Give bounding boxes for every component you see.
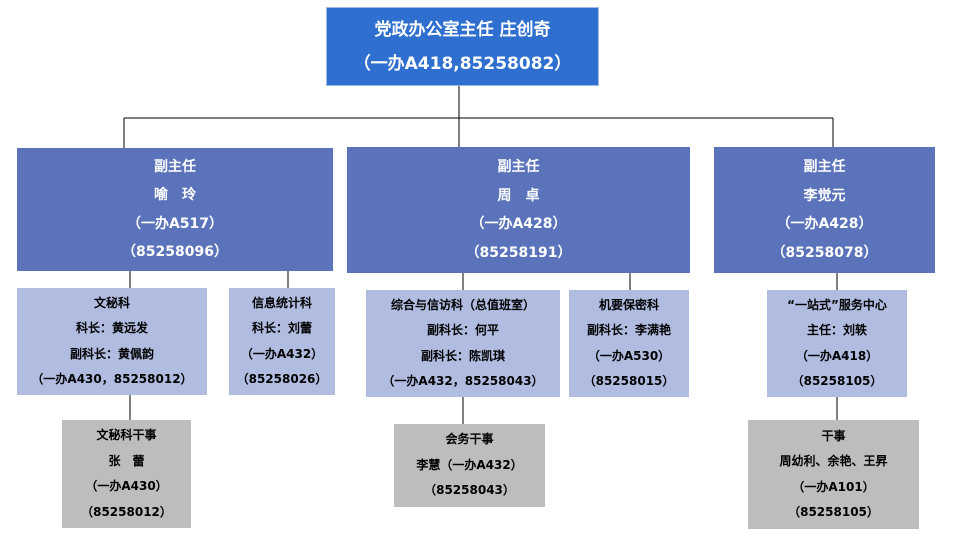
section-line: 科长：黄远发 bbox=[75, 321, 148, 335]
staff-line: 张 蕾 bbox=[108, 453, 145, 468]
section-line: （85258105） bbox=[791, 374, 883, 388]
section-line: 副科长：李满艳 bbox=[586, 323, 671, 337]
staff-title: 干事 bbox=[821, 428, 846, 443]
section-box-jiyao-baomi: 机要保密科 副科长：李满艳 （一办A530） （85258015） bbox=[569, 290, 689, 397]
deputy-box-zhou-zhuo: 副主任 周 卓 （一办A428） （85258191） bbox=[347, 147, 690, 273]
deputy-office: （一办A517） bbox=[126, 215, 224, 232]
section-name: “一站式”服务中心 bbox=[787, 297, 887, 312]
director-box: 党政办公室主任 庄创奇 （一办A418,85258082） bbox=[326, 7, 599, 86]
section-line: 副科长：黄佩韵 bbox=[69, 346, 154, 361]
section-line: （85258026） bbox=[236, 372, 328, 386]
director-title: 党政办公室主任 庄创奇 bbox=[374, 19, 551, 40]
section-line: （一办A530） bbox=[587, 348, 671, 363]
staff-box-huiwu-ganshi: 会务干事 李慧（一办A432） （85258043） bbox=[394, 424, 545, 507]
section-name: 文秘科 bbox=[93, 295, 130, 310]
deputy-role: 副主任 bbox=[154, 158, 196, 175]
section-line: 科长：刘蕾 bbox=[251, 321, 312, 335]
director-contact: （一办A418,85258082） bbox=[353, 53, 572, 74]
section-line: （一办A430，85258012） bbox=[31, 372, 193, 386]
staff-box-wenmi-ganshi: 文秘科干事 张 蕾 （一办A430） （85258012） bbox=[62, 420, 191, 528]
section-box-wenmi: 文秘科 科长：黄远发 副科长：黄佩韵 （一办A430，85258012） bbox=[17, 288, 207, 395]
deputy-name: 喻 玲 bbox=[154, 187, 196, 203]
staff-title: 会务干事 bbox=[445, 432, 494, 447]
staff-line: （85258012） bbox=[81, 504, 172, 519]
deputy-box-yu-ling: 副主任 喻 玲 （一办A517） （85258096） bbox=[17, 148, 333, 271]
section-line: （一办A418） bbox=[795, 348, 879, 363]
staff-line: （一办A101） bbox=[792, 479, 875, 494]
staff-title: 文秘科干事 bbox=[96, 428, 157, 442]
deputy-name: 周 卓 bbox=[497, 187, 540, 204]
staff-line: 李慧（一办A432） bbox=[416, 457, 523, 472]
section-line: 副科长：何平 bbox=[426, 323, 499, 337]
section-line: （一办A432，85258043） bbox=[382, 374, 544, 388]
section-name: 机要保密科 bbox=[598, 297, 659, 312]
section-box-yizhanshi-fuwu: “一站式”服务中心 主任：刘轶 （一办A418） （85258105） bbox=[767, 290, 907, 397]
deputy-name: 李觉元 bbox=[803, 187, 846, 204]
deputy-box-li-jueyuan: 副主任 李觉元 （一办A428） （85258078） bbox=[714, 147, 935, 273]
section-name: 综合与信访科（总值班室） bbox=[390, 297, 535, 312]
section-line: 主任：刘轶 bbox=[806, 323, 867, 337]
deputy-role: 副主任 bbox=[497, 159, 540, 175]
deputy-phone: （85258191） bbox=[465, 244, 572, 261]
section-line: （85258015） bbox=[583, 374, 675, 388]
section-box-xinxi-tongji: 信息统计科 科长：刘蕾 （一办A432） （85258026） bbox=[229, 288, 335, 395]
deputy-phone: （85258096） bbox=[122, 244, 228, 260]
staff-line: （85258105） bbox=[788, 505, 879, 519]
deputy-office: （一办A428） bbox=[776, 216, 873, 232]
section-name: 信息统计科 bbox=[251, 295, 312, 310]
staff-box-fuwu-ganshi: 干事 周幼利、余艳、王昇 （一办A101） （85258105） bbox=[748, 420, 919, 529]
deputy-role: 副主任 bbox=[803, 159, 846, 175]
staff-line: （一办A430） bbox=[85, 479, 168, 493]
deputy-office: （一办A428） bbox=[470, 216, 567, 232]
deputy-phone: （85258078） bbox=[771, 244, 878, 261]
staff-line: （85258043） bbox=[424, 483, 515, 498]
section-line: 副科长：陈凯琪 bbox=[420, 348, 505, 363]
section-line: （一办A432） bbox=[240, 346, 324, 361]
staff-line: 周幼利、余艳、王昇 bbox=[779, 454, 888, 468]
section-box-zonghe-xinfang: 综合与信访科（总值班室） 副科长：何平 副科长：陈凯琪 （一办A432，8525… bbox=[366, 290, 560, 397]
